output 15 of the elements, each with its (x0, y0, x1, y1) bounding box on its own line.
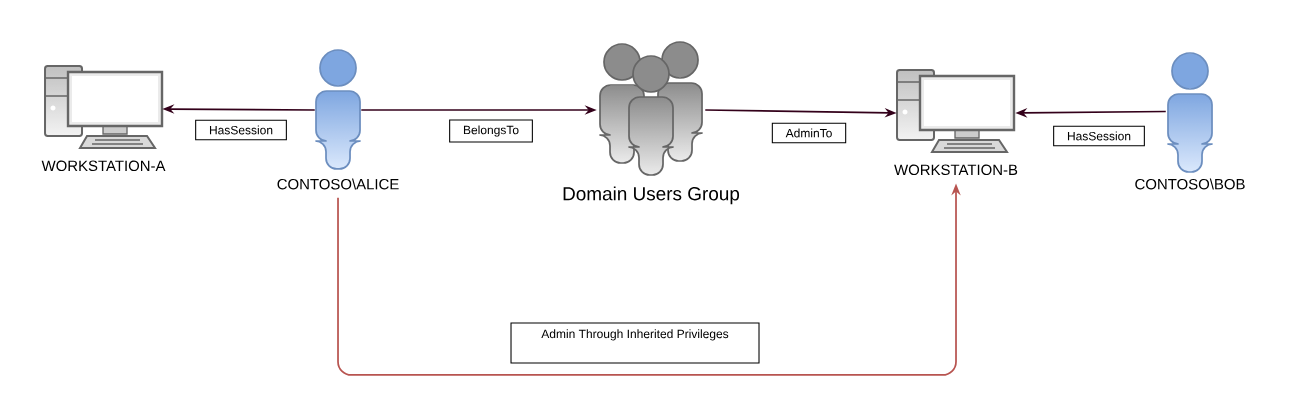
computer-drawing (896, 69, 1016, 153)
node-label: WORKSTATION-A (41, 160, 166, 172)
edge-label: AdminTo (771, 122, 847, 144)
computer-drawing (44, 65, 164, 149)
node-label: CONTOSO\ALICE (277, 178, 399, 190)
edge-label: HasSession (1053, 125, 1145, 147)
node-label: CONTOSO\BOB (1135, 178, 1245, 190)
person-drawing (314, 49, 362, 170)
group-drawing (598, 41, 704, 176)
node-label: Domain Users Group (563, 186, 740, 205)
edge-label: HasSession (195, 119, 287, 141)
edge-label: BelongsTo (449, 119, 533, 143)
edge-label: Admin Through Inherited Privileges (510, 322, 760, 364)
person-drawing (1166, 52, 1214, 173)
node-label: WORKSTATION-B (894, 164, 1018, 176)
